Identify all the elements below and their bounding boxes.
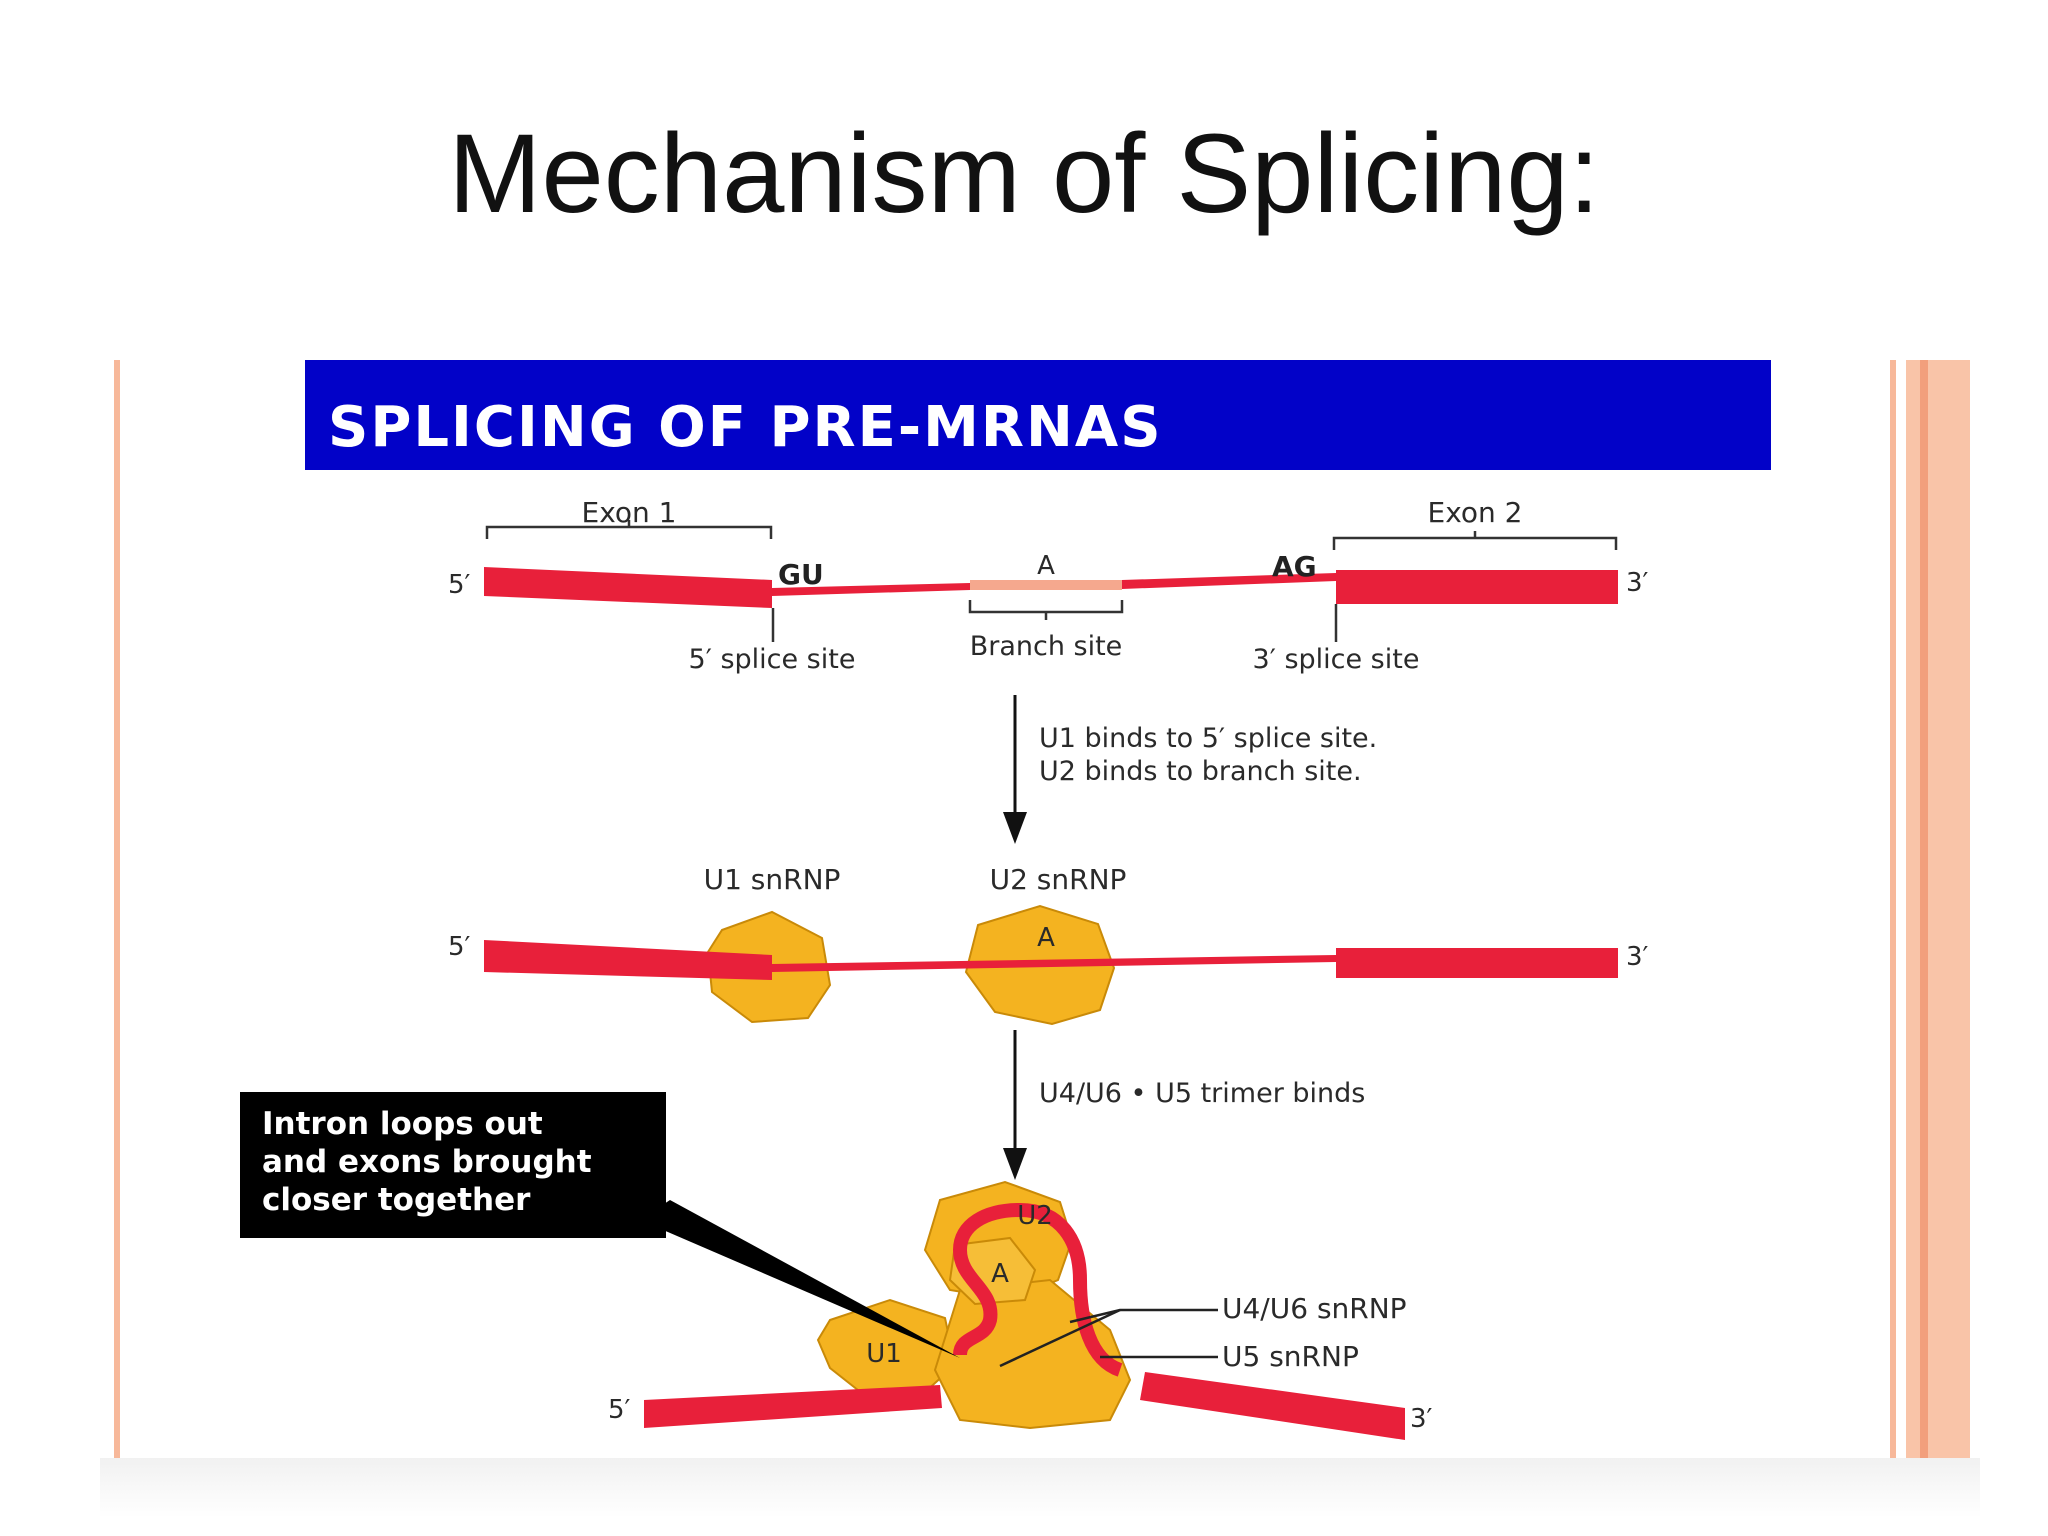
step1-line1: U1 binds to 5′ splice site. bbox=[1039, 723, 1377, 754]
step2-text: U4/U6 • U5 trimer binds bbox=[1039, 1078, 1365, 1109]
stage2-snrnp-binding: U1 snRNP U2 snRNP 5′ 3′ A bbox=[448, 863, 1649, 1026]
header-band bbox=[305, 360, 1771, 470]
stage3-exon1 bbox=[644, 1385, 942, 1428]
stage3-3prime: 3′ bbox=[1410, 1404, 1433, 1434]
gu-label: GU bbox=[778, 558, 824, 591]
u2-snrnp-label: U2 snRNP bbox=[990, 863, 1127, 896]
stage3-exon2 bbox=[1140, 1372, 1405, 1440]
ag-label: AG bbox=[1272, 550, 1317, 583]
stage3-u1-label: U1 bbox=[866, 1339, 902, 1369]
stage3-a-label: A bbox=[991, 1259, 1009, 1289]
u5-snrnp-label: U5 snRNP bbox=[1222, 1340, 1359, 1373]
stage1-5prime: 5′ bbox=[448, 570, 471, 600]
callout-box: Intron loops out and exons brought close… bbox=[240, 1092, 960, 1358]
stage3-u2-label: U2 bbox=[1017, 1201, 1053, 1231]
right-border-thin bbox=[1890, 360, 1896, 1458]
exon2-label: Exon 2 bbox=[1428, 496, 1523, 529]
exon1-label: Exon 1 bbox=[582, 496, 677, 529]
step2-arrow bbox=[1003, 1030, 1027, 1180]
intron-right bbox=[1122, 573, 1336, 589]
slide-title: Mechanism of Splicing: bbox=[448, 111, 1600, 236]
stage2-3prime: 3′ bbox=[1626, 942, 1649, 972]
step1-line2: U2 binds to branch site. bbox=[1039, 756, 1362, 787]
exon1-bar bbox=[484, 567, 772, 608]
callout-line1: Intron loops out bbox=[262, 1106, 543, 1142]
stage2-intron bbox=[772, 955, 1336, 972]
u4u6-snrnp-label: U4/U6 snRNP bbox=[1222, 1292, 1407, 1325]
right-border-inner bbox=[1920, 360, 1928, 1458]
branch-a-label: A bbox=[1037, 551, 1055, 581]
u4u6-leader-2 bbox=[999, 1308, 1121, 1368]
exon2-bar bbox=[1336, 570, 1618, 604]
splice3-label: 3′ splice site bbox=[1253, 644, 1420, 675]
callout-pointer bbox=[640, 1200, 960, 1358]
stage3-spliceosome: 5′ 3′ U2 A U1 U4/U6 snRNP U5 snRNP bbox=[608, 1180, 1433, 1440]
branch-region bbox=[970, 580, 1122, 590]
stage2-exon1 bbox=[484, 940, 772, 980]
stage2-5prime: 5′ bbox=[448, 932, 471, 962]
splice5-label: 5′ splice site bbox=[689, 644, 856, 675]
callout-background bbox=[240, 1092, 666, 1238]
header-text: SPLICING OF PRE-MRNAS bbox=[328, 395, 1163, 460]
callout-line2: and exons brought bbox=[262, 1144, 592, 1180]
step1-arrow bbox=[1003, 695, 1027, 844]
stage1-3prime: 3′ bbox=[1626, 568, 1649, 598]
branch-site-label: Branch site bbox=[970, 631, 1123, 662]
bottom-shadow bbox=[100, 1458, 1980, 1518]
intron-left bbox=[772, 583, 970, 596]
intron-loop bbox=[952, 1202, 1123, 1377]
right-border-band bbox=[1906, 360, 1970, 1458]
stage2-exon2 bbox=[1336, 948, 1618, 978]
u1-snrnp-label: U1 snRNP bbox=[704, 863, 841, 896]
stage1-pre-mrna: Exon 1 Exon 2 5′ 3′ GU AG A 5′ splice si… bbox=[448, 496, 1649, 675]
stage2-a-label: A bbox=[1037, 923, 1055, 953]
callout-line3: closer together bbox=[262, 1182, 531, 1218]
stage3-5prime: 5′ bbox=[608, 1395, 631, 1425]
left-border-line bbox=[114, 360, 120, 1458]
